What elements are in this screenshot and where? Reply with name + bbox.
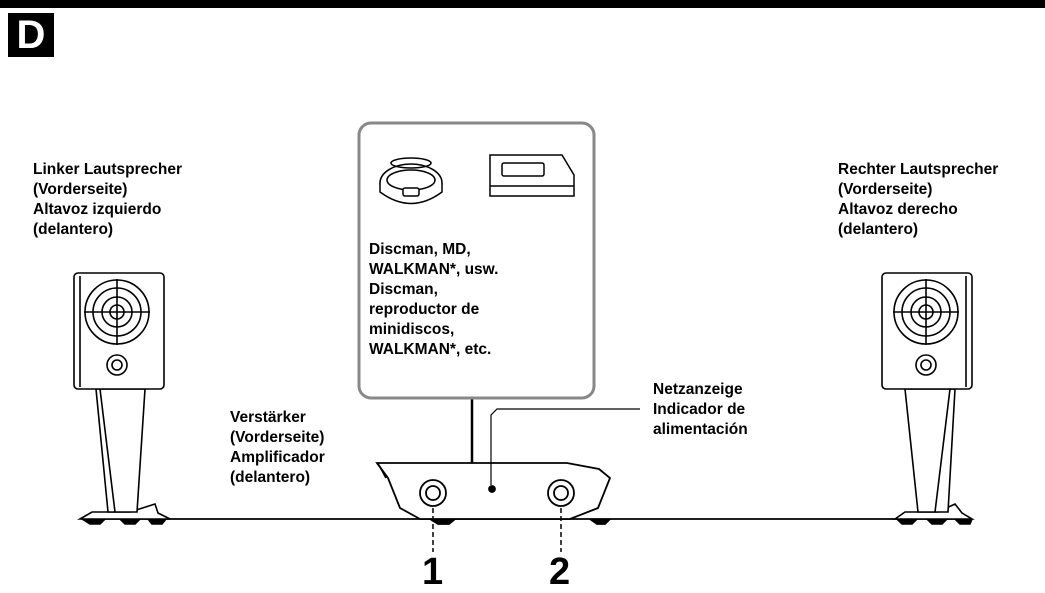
discman-icon xyxy=(379,157,443,205)
left-speaker-label: Linker Lautsprecher (Vorderseite) Altavo… xyxy=(33,161,183,238)
power-indicator-leader xyxy=(490,408,640,485)
top-rule xyxy=(0,0,1045,8)
power-indicator-label: Netzanzeige Indicador de alimentación xyxy=(653,381,748,438)
md-player-icon xyxy=(489,154,575,197)
amplifier-icon xyxy=(375,462,612,525)
amplifier-label: Verstärker (Vorderseite) Amplificador (d… xyxy=(230,409,325,486)
right-speaker-label: Rechter Lautsprecher (Vorderseite) Altav… xyxy=(838,161,999,238)
speaker-left-icon xyxy=(73,272,171,525)
section-letter: D xyxy=(8,13,54,57)
speaker-right-icon xyxy=(881,272,975,525)
callout-number-2: 2 xyxy=(549,551,571,593)
player-label: Discman, MD, WALKMAN*, usw. Discman, rep… xyxy=(369,241,499,358)
callout-number-1: 1 xyxy=(422,551,444,593)
